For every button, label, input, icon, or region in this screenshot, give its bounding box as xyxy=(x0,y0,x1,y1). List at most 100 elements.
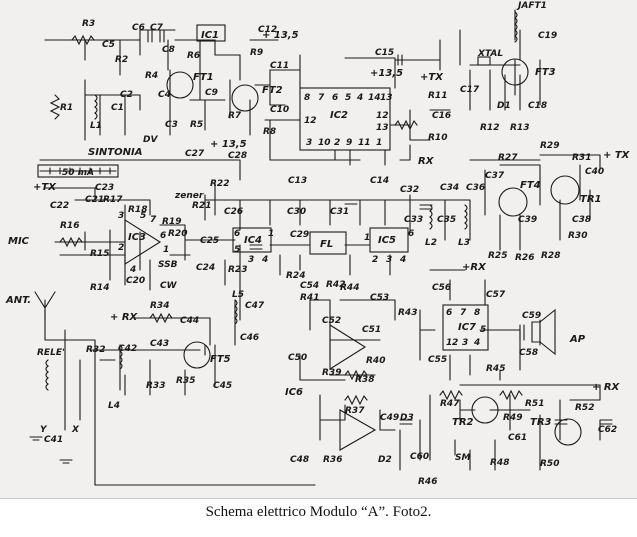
resistor-label-r16: R16 xyxy=(60,221,79,231)
ic3-triangle xyxy=(124,219,162,265)
capacitor-label-c61: C61 xyxy=(508,433,527,443)
ic3-label: IC3 xyxy=(128,232,146,243)
capacitor-label-c33: C33 xyxy=(404,215,423,225)
ic2-label: IC2 xyxy=(330,110,348,121)
meter-scale: 50 mA xyxy=(62,168,94,178)
dv-label: DV xyxy=(143,135,158,145)
ic3-pin: 4 xyxy=(129,265,136,275)
ic2-pin: 14 xyxy=(368,93,381,103)
ic2-pin: 11 xyxy=(358,138,371,148)
ft2-label: FT2 xyxy=(262,85,283,96)
resistor-label-r36: R36 xyxy=(323,455,342,465)
resistor-label-r15: R15 xyxy=(90,249,109,259)
ic2-pin: 2 xyxy=(334,138,340,148)
filter-body xyxy=(309,231,347,255)
capacitor-label-c45: C45 xyxy=(213,381,232,391)
capacitor-label-c25: C25 xyxy=(200,236,219,246)
resistor-label-r13: R13 xyxy=(510,123,529,133)
rail-label-tx-right: + TX xyxy=(603,150,631,161)
resistor-label-r35: R35 xyxy=(176,376,195,386)
resistor-label-r31: R31 xyxy=(572,153,591,163)
ic3-pin: 2 xyxy=(118,243,124,253)
capacitor-label-c3: C3 xyxy=(165,120,178,130)
ic7-pin: 1 xyxy=(446,338,452,348)
resistor-label-r29: R29 xyxy=(540,141,559,151)
ic2-pin: 4 xyxy=(356,93,363,103)
capacitor-label-c62: C62 xyxy=(598,425,617,435)
figure-caption: Schema elettrico Modulo “A”. Foto2. xyxy=(205,504,432,520)
capacitor-label-c30: C30 xyxy=(287,207,306,217)
capacitor-label-c23: C23 xyxy=(95,183,114,193)
resistor-label-r1: R1 xyxy=(60,103,73,113)
capacitor-label-c56: C56 xyxy=(432,283,451,293)
ic2-pin: 8 xyxy=(304,93,310,103)
jaft1-label: JAFT1 xyxy=(516,1,547,11)
resistor-label-r51: R51 xyxy=(525,399,544,409)
resistor-label-r46: R46 xyxy=(418,477,437,487)
ic5-pin: 3 xyxy=(386,255,392,265)
resistor-label-r18: R18 xyxy=(128,205,147,215)
ft4-symbol xyxy=(498,187,528,217)
ic3-pin: 6 xyxy=(160,231,166,241)
ic7-pin: 3 xyxy=(462,338,468,348)
capacitor-label-c39: C39 xyxy=(518,215,537,225)
resistor-label-r48: R48 xyxy=(490,458,509,468)
capacitor-label-c29: C29 xyxy=(290,230,309,240)
ic7-pin: 7 xyxy=(460,308,467,318)
capacitor-label-c50: C50 xyxy=(288,353,307,363)
ic2-pin: 9 xyxy=(346,138,352,148)
resistor-label-r23: R23 xyxy=(228,265,247,275)
ft3-symbol xyxy=(501,58,529,86)
l5-label: L5 xyxy=(232,290,244,300)
ic5-body xyxy=(369,227,409,253)
capacitor-label-c13: C13 xyxy=(288,176,307,186)
s-meter-label: SM xyxy=(455,453,470,463)
ic3-pin: 3 xyxy=(118,211,124,221)
ft2-symbol xyxy=(231,84,259,112)
resistor-label-r11: R11 xyxy=(428,91,447,101)
resistor-label-r45: R45 xyxy=(486,364,505,374)
capacitor-label-c14: C14 xyxy=(370,176,389,186)
resistor-label-r14: R14 xyxy=(90,283,109,293)
capacitor-label-c5: C5 xyxy=(102,40,115,50)
rail-label-13v5-mid: + 13,5 xyxy=(210,139,247,150)
resistor-label-r8: R8 xyxy=(263,127,276,137)
relay-contact-y: Y xyxy=(40,425,48,435)
resistor-label-r2: R2 xyxy=(115,55,128,65)
ic3-pin: 5 xyxy=(140,211,146,221)
capacitor-label-c36: C36 xyxy=(466,183,485,193)
capacitor-label-c9: C9 xyxy=(205,88,218,98)
capacitor-label-c16: C16 xyxy=(432,111,451,121)
resistor-label-r9: R9 xyxy=(250,48,263,58)
ic4-pin: 3 xyxy=(248,255,254,265)
capacitor-label-c34: C34 xyxy=(440,183,459,193)
capacitor-label-c27: C27 xyxy=(185,149,205,159)
ic2-pin: 7 xyxy=(318,93,325,103)
resistor-label-r30: R30 xyxy=(568,231,587,241)
ic5-label: IC5 xyxy=(378,235,396,246)
ic6a-triangle xyxy=(329,324,367,370)
resistor-label-r41: R41 xyxy=(300,293,319,303)
crystal-label: XTAL xyxy=(477,49,503,59)
ft3-label: FT3 xyxy=(535,67,556,78)
ft4-label: FT4 xyxy=(520,180,541,191)
resistor-label-r43: R43 xyxy=(398,308,417,318)
schematic-photo: + 13,5 +13,5 +TX RX + TX + 13,5 +TX + RX… xyxy=(0,0,637,499)
ic3-pin: 1 xyxy=(163,245,169,255)
capacitor-label-c15: C15 xyxy=(375,48,394,58)
capacitor-label-c53: C53 xyxy=(370,293,389,303)
ic1-body xyxy=(196,24,226,42)
rail-label-tx-left: +TX xyxy=(33,182,57,193)
ic2-pin: 10 xyxy=(318,138,331,148)
resistor-label-r44: R44 xyxy=(340,283,359,293)
circuit-diagram: + 13,5 +13,5 +TX RX + TX + 13,5 +TX + RX… xyxy=(5,1,631,487)
resistor-label-r42: R42 xyxy=(326,280,345,290)
resistor-label-r26: R26 xyxy=(515,253,534,263)
resistor-label-r10: R10 xyxy=(428,133,447,143)
capacitor-label-c52: C52 xyxy=(322,316,341,326)
mic-label: MIC xyxy=(8,236,30,247)
capacitor-label-c1: C1 xyxy=(111,103,124,113)
resistor-label-r22: R22 xyxy=(210,179,229,189)
capacitor-label-c22: C22 xyxy=(50,201,69,211)
capacitor-label-c42: C42 xyxy=(118,344,137,354)
